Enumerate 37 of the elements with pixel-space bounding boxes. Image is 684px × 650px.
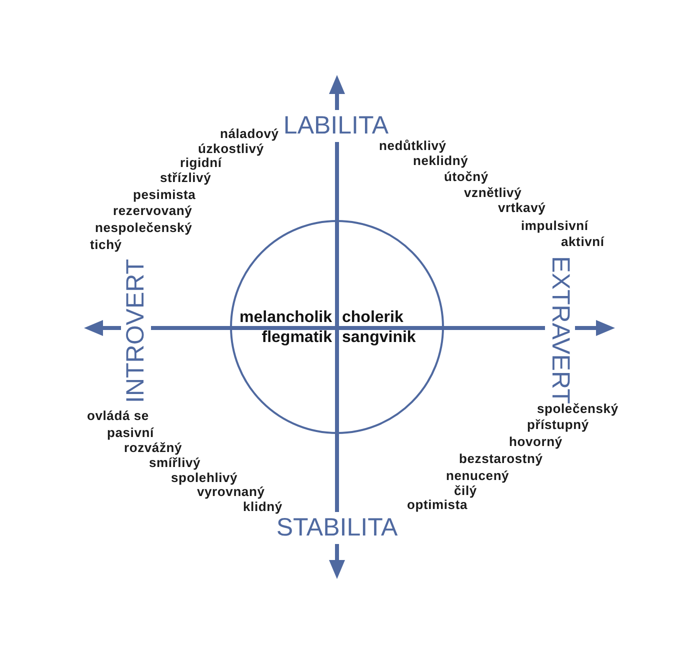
trait-label: náladový: [220, 127, 279, 141]
trait-label: optimista: [407, 498, 468, 512]
trait-label: nespolečenský: [95, 221, 192, 235]
trait-label: čilý: [454, 484, 477, 498]
trait-label: rigidní: [180, 156, 222, 170]
trait-label: vrtkavý: [498, 201, 546, 215]
trait-label: pasivní: [107, 426, 154, 440]
trait-label: vyrovnaný: [197, 485, 265, 499]
trait-label: přístupný: [527, 418, 589, 432]
temperament-label: flegmatik: [262, 330, 332, 346]
trait-label: smířlivý: [149, 456, 201, 470]
trait-label: pesimista: [133, 188, 196, 202]
trait-label: nedůtklivý: [379, 139, 446, 153]
trait-label: vznětlivý: [464, 186, 522, 200]
trait-label: spolehlivý: [171, 471, 238, 485]
axis-label: INTROVERT: [124, 259, 148, 403]
trait-label: střízlivý: [160, 171, 212, 185]
trait-label: rozvážný: [124, 441, 182, 455]
axis-label: EXTRAVERT: [548, 256, 572, 404]
axis-label: LABILITA: [283, 114, 389, 138]
trait-label: úzkostlivý: [198, 142, 264, 156]
trait-label: společenský: [537, 402, 618, 416]
trait-label: bezstarostný: [459, 452, 543, 466]
axis-label: STABILITA: [276, 516, 398, 540]
trait-label: ovládá se: [87, 409, 149, 423]
trait-label: klidný: [243, 500, 282, 514]
trait-label: tichý: [90, 238, 122, 252]
trait-label: nenucený: [446, 469, 510, 483]
trait-label: hovorný: [509, 435, 562, 449]
temperament-label: cholerik: [342, 310, 404, 326]
trait-label: útočný: [444, 170, 488, 184]
trait-label: aktivní: [561, 235, 604, 249]
temperament-label: melancholik: [240, 310, 332, 326]
trait-label: impulsivní: [521, 219, 588, 233]
trait-label: rezervovaný: [113, 204, 192, 218]
trait-label: neklidný: [413, 154, 468, 168]
temperament-label: sangvinik: [342, 330, 416, 346]
